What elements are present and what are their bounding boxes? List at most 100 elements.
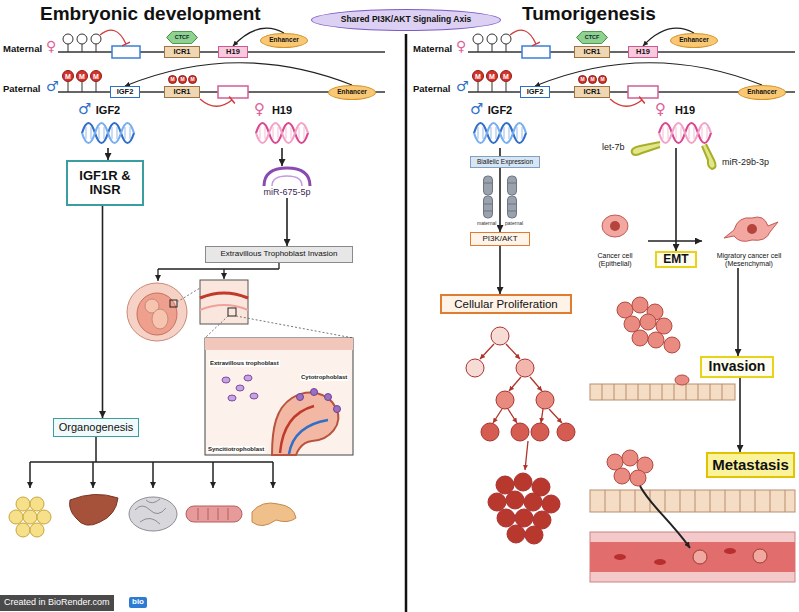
imprinting-map — [77, 34, 87, 44]
proliferation-tree — [509, 377, 521, 391]
metastasis-figure — [605, 490, 785, 512]
h19-gene-box: H19 — [628, 46, 658, 58]
metastasis-figure — [607, 454, 623, 470]
node-text: miR-675-5p — [263, 188, 310, 198]
trophoblast-inset — [311, 389, 318, 396]
igf2-gene-box: IGF2 — [110, 86, 140, 98]
proliferation-tree — [542, 495, 560, 513]
imprinting-map — [200, 99, 232, 106]
section-title: Tumorigenesis — [522, 4, 656, 25]
node-text: Cancer cell (Epithelial) — [582, 252, 648, 268]
sex-symbol: ♀ — [456, 39, 466, 54]
dna-helix — [474, 123, 526, 143]
sex-symbol: ♂ — [78, 101, 91, 118]
proliferation-tree — [536, 391, 554, 409]
node-text: IGF2 — [527, 88, 544, 96]
connector — [739, 378, 741, 452]
proliferation-tree — [525, 526, 543, 544]
proliferation-tree — [516, 359, 534, 377]
receptor-box: IGF1R & INSR — [66, 160, 144, 206]
methyl-mark: M — [486, 70, 498, 82]
proliferation-tree — [541, 409, 543, 423]
proliferation-tree — [493, 409, 502, 423]
chromosome-label: maternal — [476, 221, 497, 227]
allele-label: Maternal — [413, 44, 452, 54]
proliferation-tree — [524, 493, 542, 511]
hexagon-outline — [167, 31, 198, 43]
watermark-logo: bio — [129, 597, 147, 608]
process-box: Metastasis — [706, 452, 795, 478]
node-text: Enhancer — [747, 89, 777, 96]
metastasis-figure — [614, 468, 630, 484]
mirna-hairpin — [272, 176, 302, 186]
uterus-figure — [137, 293, 177, 335]
node-text: H19 — [636, 48, 650, 56]
node-text: Metastasis — [712, 457, 789, 474]
process-box: Cellular Proliferation — [440, 294, 572, 314]
placenta-figure — [200, 293, 248, 298]
proliferation-tree — [557, 423, 575, 441]
connector — [675, 148, 677, 251]
organ-icons — [16, 497, 30, 511]
node-text: M — [190, 77, 194, 82]
organ-icons — [186, 506, 242, 522]
connector — [286, 198, 288, 246]
methyl-mark: M — [188, 75, 197, 84]
methyl-mark: M — [472, 70, 484, 82]
invasion-figure — [624, 316, 640, 332]
connector — [107, 148, 109, 160]
igf2-gene-box: IGF2 — [520, 86, 550, 98]
hexagon-outline — [577, 31, 608, 43]
proliferation-tree — [466, 327, 575, 544]
trophoblast-inset — [244, 375, 252, 381]
cancer-cell-icons — [602, 215, 628, 237]
node-text: CTCF — [585, 35, 600, 41]
ctcf-hexagon: CTCF — [166, 31, 198, 44]
methyl-mark: M — [588, 75, 597, 84]
expression-box: Biallelic Expression — [470, 156, 540, 168]
metastasis-figure — [614, 554, 626, 560]
node-text: M — [93, 73, 99, 80]
organ-icons — [70, 494, 118, 525]
invasion-figure — [640, 314, 656, 330]
enhancer-oval: Enhancer — [738, 85, 786, 100]
node-text: CTCF — [175, 35, 190, 41]
proliferation-tree — [481, 423, 499, 441]
node-text: Enhancer — [679, 37, 709, 44]
trophoblast-inset — [222, 377, 230, 383]
node-text: M — [503, 73, 509, 80]
connector — [125, 63, 352, 86]
process-box: Invasion — [700, 356, 774, 378]
methyl-mark: M — [500, 70, 512, 82]
uterus-figure — [170, 300, 177, 307]
cell-node: Migratory cancer cell (Mesenchymal) — [702, 214, 796, 268]
trophoblast-inset — [289, 420, 328, 454]
mirna-hairpin — [702, 144, 716, 169]
dna-helix — [659, 123, 711, 143]
metastasis-figure — [640, 486, 690, 548]
organ-icons — [135, 499, 166, 524]
sex-symbol: ♂ — [46, 79, 59, 94]
invasion-figure — [648, 332, 664, 348]
metastasis-figure — [607, 450, 653, 486]
connector — [737, 268, 739, 356]
node-text: M — [489, 73, 495, 80]
chromosome-pair — [484, 183, 516, 211]
signaling-axis-oval: Shared PI3K/AKT Signaling Axis — [311, 9, 501, 31]
evt-fan — [223, 269, 224, 279]
cell-label: Extravillous trophoblast — [209, 360, 280, 367]
metastasis-figure — [753, 549, 767, 563]
proliferation-tree — [497, 509, 515, 527]
node-text: ICR1 — [583, 88, 600, 96]
methyl-mark: M — [598, 75, 607, 84]
mirna-label: miR-29b-3p — [722, 158, 769, 168]
proliferation-tree — [496, 391, 514, 409]
imprinting-map — [218, 86, 248, 98]
allele-label: Paternal — [3, 84, 41, 94]
invasion-figure — [590, 384, 735, 400]
organ-icons — [129, 497, 177, 531]
icr1-box: ICR1 — [574, 86, 610, 98]
organ-icons — [30, 523, 44, 537]
trophoblast-inset — [250, 393, 258, 399]
